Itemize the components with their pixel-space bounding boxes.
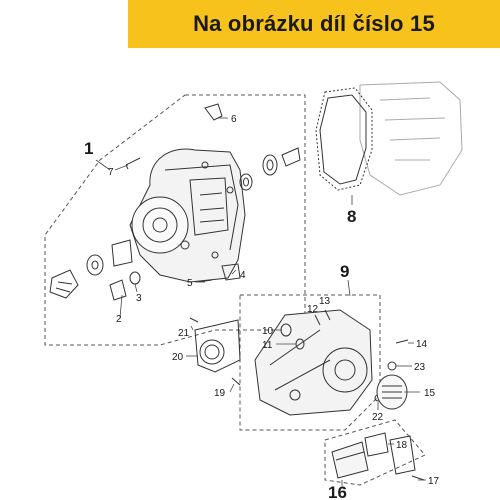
bolt-part-14: [395, 339, 409, 344]
callout-labels: 1 2 3 4 5 6 7 8 9 10 11 12 13 14 15 16 1…: [84, 114, 440, 500]
bolt-part-13: [324, 309, 331, 321]
bracket-part-6: [204, 103, 223, 121]
bolt-part-12: [314, 314, 321, 326]
group-16-boundary: [324, 419, 426, 486]
bolt-part-21: [189, 317, 199, 323]
callout-16: 16: [328, 483, 347, 500]
transmission-cover: [254, 309, 373, 416]
seal-middle: [239, 173, 253, 191]
callout-18: 18: [396, 440, 408, 451]
callout-20: 20: [172, 352, 184, 363]
shaft-seal-left: [86, 254, 104, 276]
callout-11: 11: [262, 340, 273, 351]
engine-block-outline: [359, 81, 463, 196]
callout-3: 3: [136, 293, 142, 304]
callout-15: 15: [424, 388, 436, 399]
callout-17: 17: [428, 476, 440, 487]
callout-21: 21: [178, 328, 190, 339]
callout-5: 5: [187, 278, 193, 289]
shaft-part: [281, 147, 301, 167]
screw-part-17: [411, 475, 425, 481]
group-1-boundary: [44, 94, 306, 346]
bolt-part-7: [125, 157, 141, 170]
filter-cover: [389, 435, 416, 475]
water-pump-impeller: [49, 269, 79, 299]
gasket-part-20: [194, 319, 241, 373]
filter-housing-part-16: [331, 441, 369, 479]
callout-4: 4: [240, 270, 246, 281]
bracket-part-4: [221, 263, 241, 281]
o-ring-part-23: [387, 361, 397, 371]
seal-upper-right: [262, 154, 278, 176]
screw-part-19: [231, 377, 241, 386]
callout-19: 19: [214, 388, 226, 399]
callout-14: 14: [416, 339, 428, 350]
callout-12: 12: [307, 304, 319, 315]
gasket-part-8: [315, 87, 373, 191]
crankcase-cover-part: [129, 148, 246, 283]
filter-element-part-18: [364, 432, 389, 457]
callout-23: 23: [414, 362, 426, 373]
callout-1: 1: [84, 139, 93, 158]
title-banner: Na obrázku díl číslo 15: [128, 0, 500, 48]
callout-10: 10: [262, 326, 274, 337]
callout-6: 6: [231, 114, 237, 125]
callout-8: 8: [347, 207, 356, 226]
cover-cap-part-15: [376, 374, 408, 410]
cap-part-2: [109, 279, 127, 301]
o-ring-part-3: [129, 271, 141, 285]
callout-2: 2: [116, 314, 122, 325]
gear-part: [111, 239, 133, 267]
callout-7: 7: [108, 167, 114, 178]
callout-13: 13: [319, 296, 331, 307]
callout-22: 22: [372, 412, 384, 423]
banner-title: Na obrázku díl číslo 15: [193, 11, 435, 36]
callout-9: 9: [340, 262, 349, 281]
group-9-boundary: [239, 294, 381, 431]
